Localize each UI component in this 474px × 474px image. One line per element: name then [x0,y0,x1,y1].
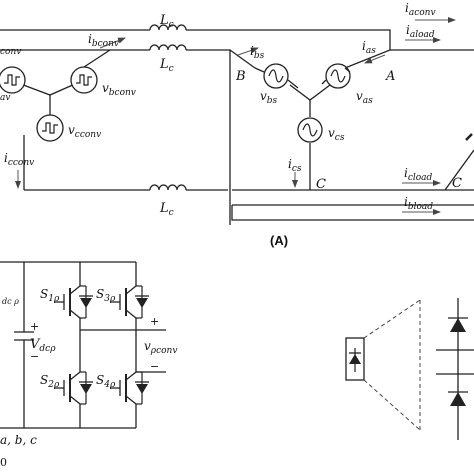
label-v-a-left: av [0,93,10,103]
node-label-c: C [316,177,326,192]
switch-s1 [53,285,94,319]
label-lc-bottom: L [159,201,169,216]
label-v-bconv: v [102,81,109,95]
label-v-as: v [356,89,363,103]
label-i-aconv: i [405,1,409,15]
label-v-rho-conv: v [144,339,151,353]
svg-text:vas: vas [356,89,373,106]
label-s2: S [40,373,48,387]
svg-text:iaload: iaload [406,23,435,40]
grid-source-b [263,63,289,89]
svg-text:Lc: Lc [159,201,174,218]
bottom-caption: 0 [0,456,7,469]
label-abc: a, b, c [0,433,37,447]
svg-text:S2ρ: S2ρ [40,373,60,390]
svg-text:vcconv: vcconv [68,123,101,140]
plus-dc: + [30,320,39,333]
inductor-mid [149,44,187,51]
label-i-bload: i [404,195,408,209]
svg-text:S3ρ: S3ρ [96,287,116,304]
label-lc-top: L [159,13,169,28]
grid-source-a [325,63,351,89]
load-triangle [444,149,474,191]
svg-text:vρconv: vρconv [144,339,177,356]
label-i-cs: i [288,157,292,171]
diode-detail [345,298,474,440]
svg-text:icload: icload [404,166,433,183]
svg-text:Lc: Lc [159,57,174,74]
figure-caption: (A) [270,233,288,248]
svg-text:ibconv: ibconv [88,32,119,49]
label-s4: S [96,373,104,387]
label-v-dc: V [30,337,41,352]
svg-text:Lc: Lc [159,13,174,30]
label-dc-cut: dc ρ [2,297,19,306]
grid-source-c [297,117,323,143]
label-i-bs: i [250,44,254,58]
svg-text:S4ρ: S4ρ [96,373,116,390]
label-s1: S [40,287,48,301]
load-label-c: C [452,176,462,191]
switch-s3 [109,285,150,319]
svg-text:vbconv: vbconv [102,81,136,98]
minus-dc: − [30,350,39,363]
plus-out: + [150,315,159,328]
node-label-a: A [385,69,395,84]
svg-text:ics: ics [288,157,302,174]
switch-s2 [53,371,94,405]
label-i-as: i [362,39,366,53]
svg-text:Vdcρ: Vdcρ [30,337,56,354]
h-bridge [0,261,166,429]
node-label-b: B [235,69,246,84]
svg-text:vcs: vcs [328,126,345,143]
minus-out: − [150,360,159,373]
inductor-top [149,24,187,31]
svg-text:vbs: vbs [260,89,278,106]
label-i-cconv: i [4,151,8,165]
label-s3: S [96,287,104,301]
label-v-cs: v [328,126,335,140]
label-i-aload: i [406,23,410,37]
label-v-cconv: v [68,123,75,137]
svg-text:ibs: ibs [250,44,265,61]
svg-text:iaconv: iaconv [405,1,436,18]
svg-text:ibload: ibload [404,195,433,212]
switch-s4 [109,371,150,405]
label-v-bs: v [260,89,267,103]
svg-text:icconv: icconv [4,151,34,168]
svg-text:S1ρ: S1ρ [40,287,60,304]
label-i-bconv: i [88,32,92,46]
label-i-cload: i [404,166,408,180]
converter-source-c [36,114,64,142]
label-lc-mid: L [159,57,169,72]
label-v-aconv: conv [0,47,21,57]
svg-text:ias: ias [362,39,376,56]
inductor-bottom [149,184,187,191]
converter-source-b [70,66,98,94]
converter-source-a [0,66,26,94]
